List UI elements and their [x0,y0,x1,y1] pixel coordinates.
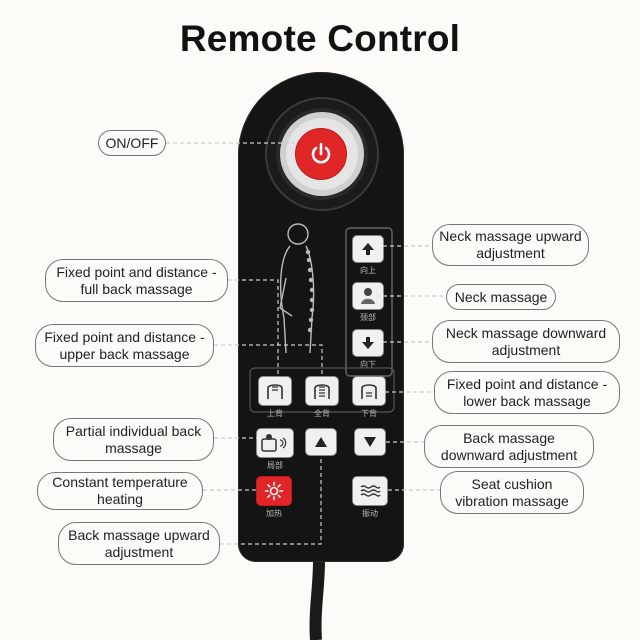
upper-back-icon [267,384,283,399]
label-back-downward: Back massage downward adjustment [424,425,594,468]
neck-down-button[interactable]: 向下 [352,329,384,369]
vibration-caption: 振动 [362,509,378,518]
label-on-off: ON/OFF [98,130,166,156]
label-fixed-lower-back: Fixed point and distance - lower back ma… [434,371,620,414]
lower-back-caption: 下背 [361,409,377,418]
label-neck-upward: Neck massage upward adjustment [432,224,589,266]
label-back-upward: Back massage upward adjustment [58,522,220,565]
label-neck-massage: Neck massage [446,284,556,310]
partial-caption: 局部 [267,461,283,470]
full-back-caption: 全背 [314,409,330,418]
lower-back-button[interactable]: 下背 [352,376,386,418]
power-button[interactable] [295,128,347,180]
upper-back-button[interactable]: 上背 [258,376,292,418]
arrow-down-icon [362,337,374,349]
neck-up-caption: 向上 [360,266,376,275]
triangle-up-icon [315,437,327,447]
power-cable [309,560,325,640]
neck-caption: 颈部 [360,313,376,322]
back-down-button[interactable] [354,428,386,456]
label-fixed-full-back: Fixed point and distance - full back mas… [45,259,228,302]
back-up-button[interactable] [305,428,337,456]
full-back-icon [314,384,330,399]
neck-down-caption: 向下 [360,360,376,369]
vibration-button[interactable]: 振动 [352,476,388,518]
partial-massage-icon [261,434,287,452]
page-title: Remote Control [179,18,461,59]
label-constant-heating: Constant temperature heating [37,472,203,510]
upper-back-caption: 上背 [267,409,283,418]
sun-heat-icon [264,481,284,501]
label-seat-vibration: Seat cushion vibration massage [440,471,584,514]
heating-button[interactable]: 加热 [256,476,292,518]
label-partial-back: Partial individual back massage [53,418,214,461]
neck-icon [361,288,375,304]
partial-massage-button[interactable]: 局部 [256,428,294,470]
neck-massage-button[interactable]: 颈部 [352,282,384,322]
vibration-wave-icon [360,485,381,497]
power-icon [311,142,331,164]
label-fixed-upper-back: Fixed point and distance - upper back ma… [35,324,214,367]
full-back-button[interactable]: 全背 [305,376,339,418]
triangle-down-icon [364,437,376,447]
neck-up-button[interactable]: 向上 [352,235,384,275]
arrow-up-icon [362,243,374,255]
heating-caption: 加热 [266,509,282,518]
lower-back-icon [361,384,377,399]
label-neck-downward: Neck massage downward adjustment [432,320,620,363]
body-silhouette-icon [279,223,315,354]
